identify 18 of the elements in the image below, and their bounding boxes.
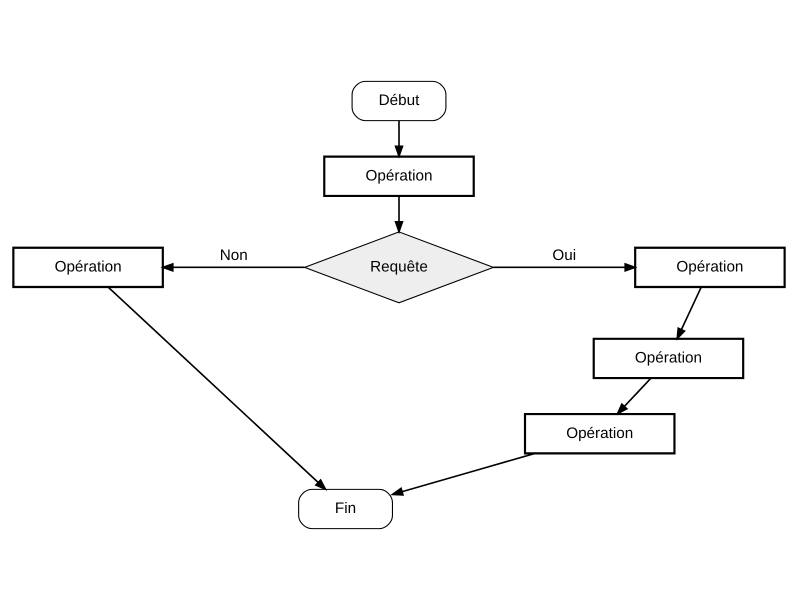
arrow [676, 286, 702, 340]
node-box: Fin [298, 488, 392, 529]
edge-label: Oui [552, 246, 576, 264]
arrow [107, 286, 327, 490]
node-box: Opération [592, 337, 744, 379]
arrow [394, 120, 404, 158]
node-box: Opération [322, 155, 474, 196]
node-diamond: Requête [302, 230, 494, 303]
arrow [493, 262, 637, 272]
arrow [394, 196, 404, 234]
node-box: Opération [523, 412, 676, 454]
arrow [390, 452, 535, 496]
arrow [615, 377, 651, 415]
node-box: Début [351, 80, 446, 121]
arrow [160, 262, 304, 272]
node-box: Opération [634, 246, 786, 288]
edge-label: Non [219, 246, 248, 264]
node-box: Opération [12, 246, 164, 288]
